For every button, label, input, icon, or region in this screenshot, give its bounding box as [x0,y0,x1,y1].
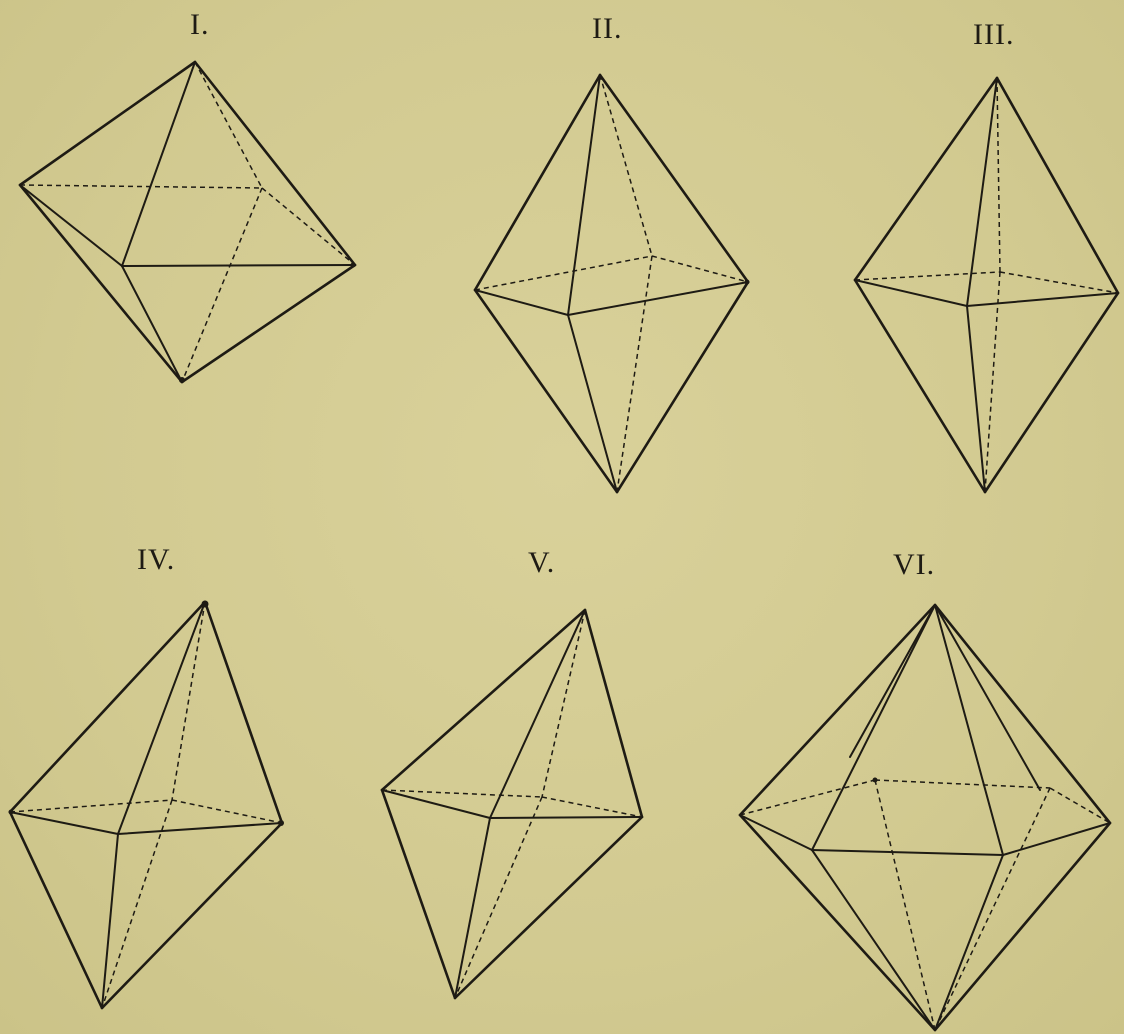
crystal-figure-4 [8,600,284,1010]
figure-label-6: VI. [893,548,936,581]
crystal-figure-3 [853,76,1120,494]
figure-label-3: III. [973,18,1015,51]
crystal-figure-2 [473,73,750,494]
figure-label-5: V. [528,546,556,579]
figure-label-1: I. [190,8,210,41]
crystal-figure-6 [738,603,1112,1032]
crystal-figure-5 [380,608,644,1000]
crystal-figure-1 [18,60,357,384]
figure-label-4: IV. [137,543,176,576]
figure-label-2: II. [592,12,623,45]
